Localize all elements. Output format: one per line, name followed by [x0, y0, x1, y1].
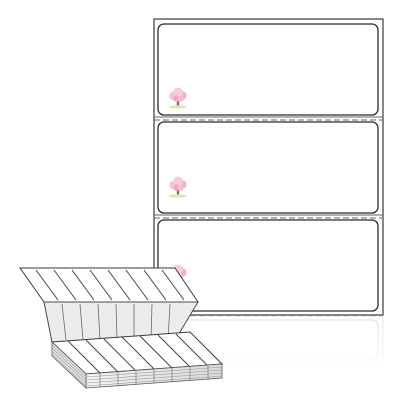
fanfold-top-flap [19, 267, 199, 303]
label-3 [157, 219, 379, 312]
label-2 [157, 121, 379, 214]
fanfold-stack-edges [51, 341, 223, 389]
perforation-line [154, 116, 383, 121]
label-1 [157, 23, 379, 116]
perforation-line [154, 214, 383, 219]
